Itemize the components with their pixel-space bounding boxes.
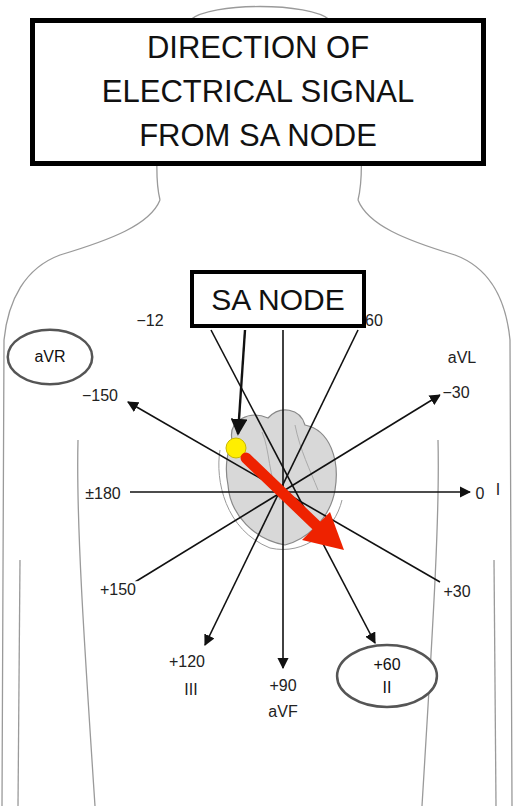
axis-label: +90	[267, 677, 298, 695]
signal-arrow	[246, 458, 344, 550]
axis-label: 0	[474, 485, 487, 503]
axis-label: aVL	[446, 349, 478, 367]
axis-label: −30	[440, 384, 471, 402]
box-text: DIRECTION OF ELECTRICAL SIGNAL FROM SA N…	[53, 26, 463, 158]
lead-circle: aVR	[6, 328, 94, 386]
lead-label: aVR	[34, 347, 65, 366]
lead-label: +60	[373, 653, 400, 676]
axis-label: +30	[441, 583, 472, 601]
axis-label: −150	[80, 387, 120, 405]
axis-label: 60	[363, 312, 385, 330]
axis-label: III	[182, 681, 199, 699]
ellipse-outline	[335, 643, 439, 709]
title-box: DIRECTION OF ELECTRICAL SIGNAL FROM SA N…	[30, 18, 486, 166]
lead-label: II	[383, 676, 392, 699]
axis-label: +120	[167, 653, 207, 671]
axis-label: aVF	[266, 703, 299, 721]
torso-outline	[2, 7, 512, 806]
axis-label: −12	[134, 312, 165, 330]
box-text: SA NODE	[211, 283, 344, 316]
axis-label: I	[494, 481, 502, 499]
callout-box: SA NODE	[190, 270, 366, 328]
lead-circle: +60II	[335, 643, 439, 709]
axis-label: ±180	[83, 485, 122, 503]
lead-axes	[128, 330, 470, 668]
axis-label: +150	[98, 581, 138, 599]
